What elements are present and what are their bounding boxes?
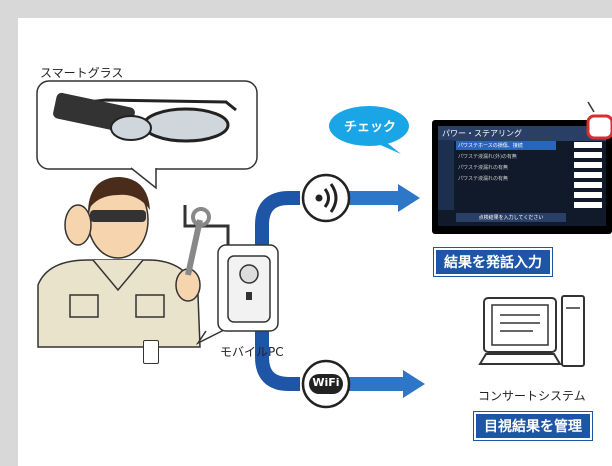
glasses-callout [36, 80, 258, 190]
screen-footer: 点検結果を入力してください [456, 213, 566, 222]
wifi-icon-label: WiFi [312, 376, 340, 389]
tablet-device: パワー・ステアリング パワステホースの損傷、接続 パワステ液漏れ(外)の有無 パ… [432, 120, 612, 234]
screen-row: パワステ液漏れ(外)の有無 [458, 154, 517, 160]
arrow-lower-head [403, 370, 425, 398]
connector-bottom [255, 300, 300, 391]
screen-row: パワステ液漏れの有無 [458, 176, 509, 182]
cable-line [183, 205, 230, 245]
connector-top [255, 191, 300, 310]
screen-title: パワー・ステアリング [438, 126, 606, 141]
voice-wave-icon [301, 173, 351, 223]
screen-button-grid [574, 142, 602, 208]
concert-system-label: コンサートシステム [478, 389, 586, 403]
smartglasses-label: スマートグラス [40, 66, 124, 80]
screen-side-menu [438, 140, 454, 210]
wifi-icon [301, 359, 351, 409]
arrow-upper-head [398, 184, 420, 212]
screen-row: パワステ液漏れの有無 [458, 165, 509, 171]
result-voice-input-badge: 結果を発話入力 [434, 248, 552, 276]
check-bubble [329, 106, 409, 154]
mobile-pc-label: モバイルPC [220, 345, 284, 359]
smartglasses-icon [53, 92, 237, 143]
highlight-marker-icon [586, 101, 612, 140]
visual-result-manage-badge: 目視結果を管理 [474, 412, 592, 440]
mobile-pc-icon [227, 255, 271, 323]
tablet-screen: パワー・ステアリング パワステホースの損傷、接続 パワステ液漏れ(外)の有無 パ… [438, 126, 606, 226]
belt-device-icon [143, 340, 159, 364]
worker-illustration [37, 177, 211, 348]
screen-row: パワステホースの損傷、接続 [456, 141, 556, 150]
check-bubble-label: チェック [343, 120, 396, 135]
computer-icon [478, 295, 585, 367]
